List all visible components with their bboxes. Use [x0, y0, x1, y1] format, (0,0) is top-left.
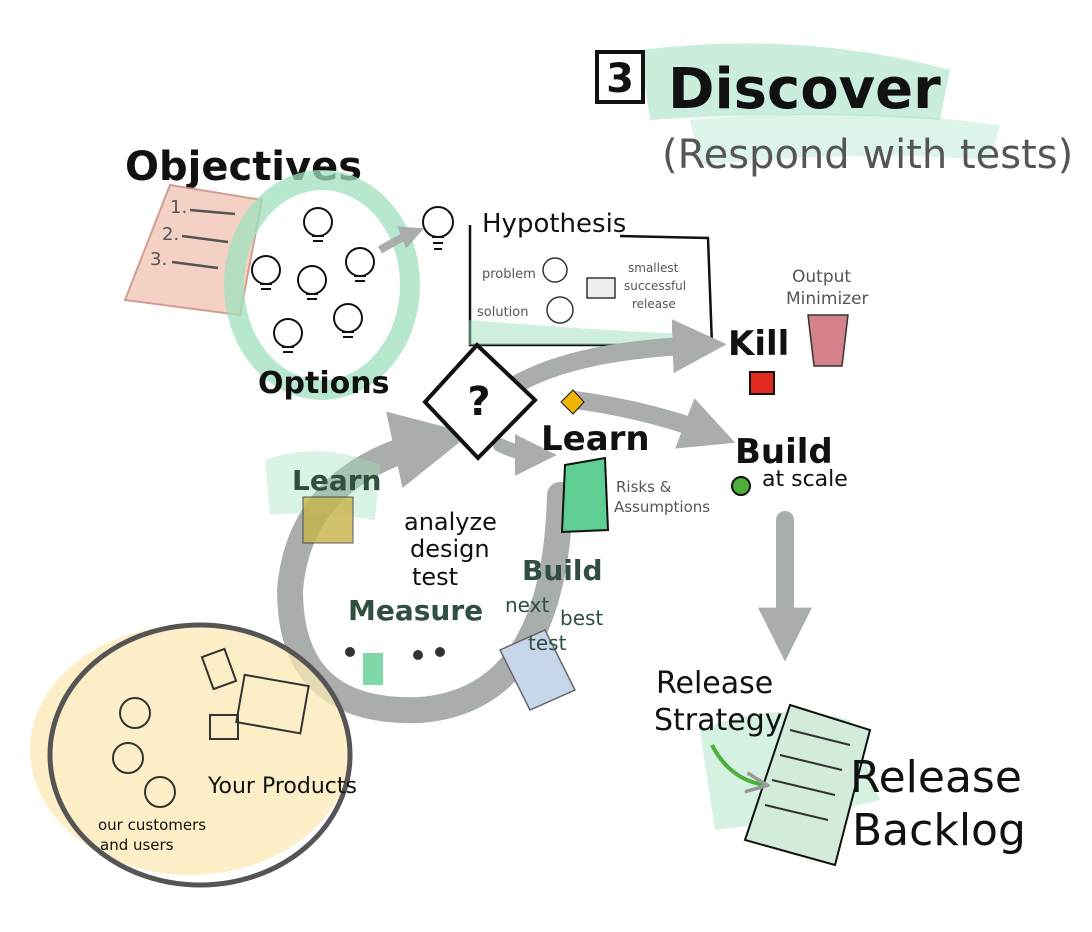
- hypothesis-problem: problem: [482, 267, 536, 282]
- arrow-to-kill: [491, 319, 727, 404]
- decision-diamond: [422, 342, 538, 461]
- products-label: Your Products: [207, 774, 357, 799]
- title-highlight: [640, 43, 950, 121]
- arrow-to-build: [566, 391, 736, 449]
- cycle-test: test: [412, 563, 458, 591]
- kill-group: Kill Output Minimizer: [728, 267, 869, 395]
- arrow-to-learn: [493, 433, 557, 476]
- options-arrow: [377, 226, 424, 254]
- cycle-learn-label: Learn: [292, 464, 381, 497]
- problem-face-icon: [542, 257, 568, 283]
- objectives-line-2: [181, 234, 229, 244]
- cycle-build-label: Build: [522, 554, 603, 587]
- release-strategy-line1: Release: [656, 666, 773, 701]
- cycle-measure-label: Measure: [348, 594, 483, 627]
- cycle-analyze: analyze: [404, 508, 497, 536]
- happy-face-icon: [119, 697, 151, 729]
- hypothesis-release-line2: successful: [624, 279, 686, 293]
- page-title: Discover: [668, 57, 941, 122]
- risks-line1: Risks &: [616, 478, 672, 496]
- sad-face-icon: [144, 776, 176, 808]
- build-scale-group: Build at scale: [731, 432, 848, 496]
- device-icon: [209, 714, 239, 740]
- objectives-item-1: 1.: [170, 197, 187, 218]
- release-box-icon: [586, 277, 616, 299]
- hypothesis-solution: solution: [477, 305, 528, 320]
- cycle-design: design: [410, 535, 490, 563]
- customers-circle: [47, 622, 353, 888]
- hypothesis-label: Hypothesis: [482, 209, 626, 239]
- objectives-item-3: 3.: [150, 249, 167, 270]
- lightbulb-icon: [251, 207, 375, 353]
- options-circle-highlight: [224, 170, 420, 400]
- release-backlog-line1: Release: [850, 752, 1022, 803]
- cycle-next-line1: next: [505, 593, 549, 617]
- objectives-line-1: [189, 208, 236, 216]
- users-line1: our customers: [98, 816, 206, 834]
- subtitle-highlight: [690, 113, 1000, 165]
- laptop-icon: [235, 673, 310, 735]
- step-number: 3: [606, 56, 634, 102]
- users-line2: and users: [100, 836, 174, 854]
- hypothesis-group: Hypothesis problem solution smallest suc…: [468, 209, 714, 347]
- build-green-dot: [731, 476, 751, 496]
- solution-lightbulb-icon: [546, 296, 574, 324]
- objectives-item-2: 2.: [162, 224, 179, 245]
- hypothesis-highlight: [468, 320, 705, 345]
- build-scale-label: Build: [735, 432, 833, 472]
- objectives-line-3: [171, 260, 219, 270]
- chosen-lightbulb-icon: [422, 206, 454, 250]
- measure-people-icon: [345, 647, 445, 660]
- build-test-card: [498, 629, 577, 711]
- hypothesis-release-line3: release: [632, 297, 676, 311]
- phone-icon: [200, 647, 238, 691]
- release-strategy-line2: Strategy: [654, 703, 783, 738]
- options-group: Options: [224, 170, 454, 401]
- cycle-group: Learn analyze design test Measure Build …: [265, 451, 603, 711]
- backlog-document-icon: [743, 703, 872, 867]
- step-number-box: [595, 50, 645, 104]
- learn-right-group: Learn Risks & Assumptions: [541, 419, 710, 534]
- minimizer-line2: Minimizer: [786, 289, 869, 309]
- release-group: Release Strategy Release Backlog: [654, 666, 1026, 867]
- decision-symbol: ?: [467, 379, 490, 425]
- release-backlog-line2: Backlog: [852, 805, 1026, 856]
- kill-red-square: [749, 371, 775, 395]
- risks-line2: Assumptions: [614, 498, 710, 516]
- options-label: Options: [258, 366, 389, 401]
- build-scale-sublabel: at scale: [762, 467, 848, 492]
- decision-group: ?: [422, 342, 585, 461]
- learn-gold-diamond: [560, 389, 585, 415]
- minimizer-line1: Output: [792, 267, 851, 287]
- page-subtitle: (Respond with tests): [662, 132, 1073, 178]
- hypothesis-release-line1: smallest: [628, 261, 679, 275]
- risks-document-icon: [560, 456, 610, 534]
- strategy-green-arrow: [710, 744, 765, 785]
- kill-label: Kill: [728, 324, 789, 364]
- title-group: 3 Discover (Respond with tests): [595, 43, 1073, 178]
- customers-group: Your Products our customers and users: [30, 622, 357, 888]
- learn-right-label: Learn: [541, 419, 650, 459]
- measure-chart-icon: [363, 653, 383, 685]
- cycle-next-line3: test: [528, 631, 567, 655]
- customers-yellow-highlight: [30, 625, 350, 875]
- backlog-lines: [764, 729, 851, 821]
- trash-can-icon: [807, 314, 849, 367]
- cycle-next-line2: best: [560, 606, 603, 630]
- neutral-face-icon: [112, 742, 144, 774]
- cycle-learn-board-icon: [302, 496, 354, 544]
